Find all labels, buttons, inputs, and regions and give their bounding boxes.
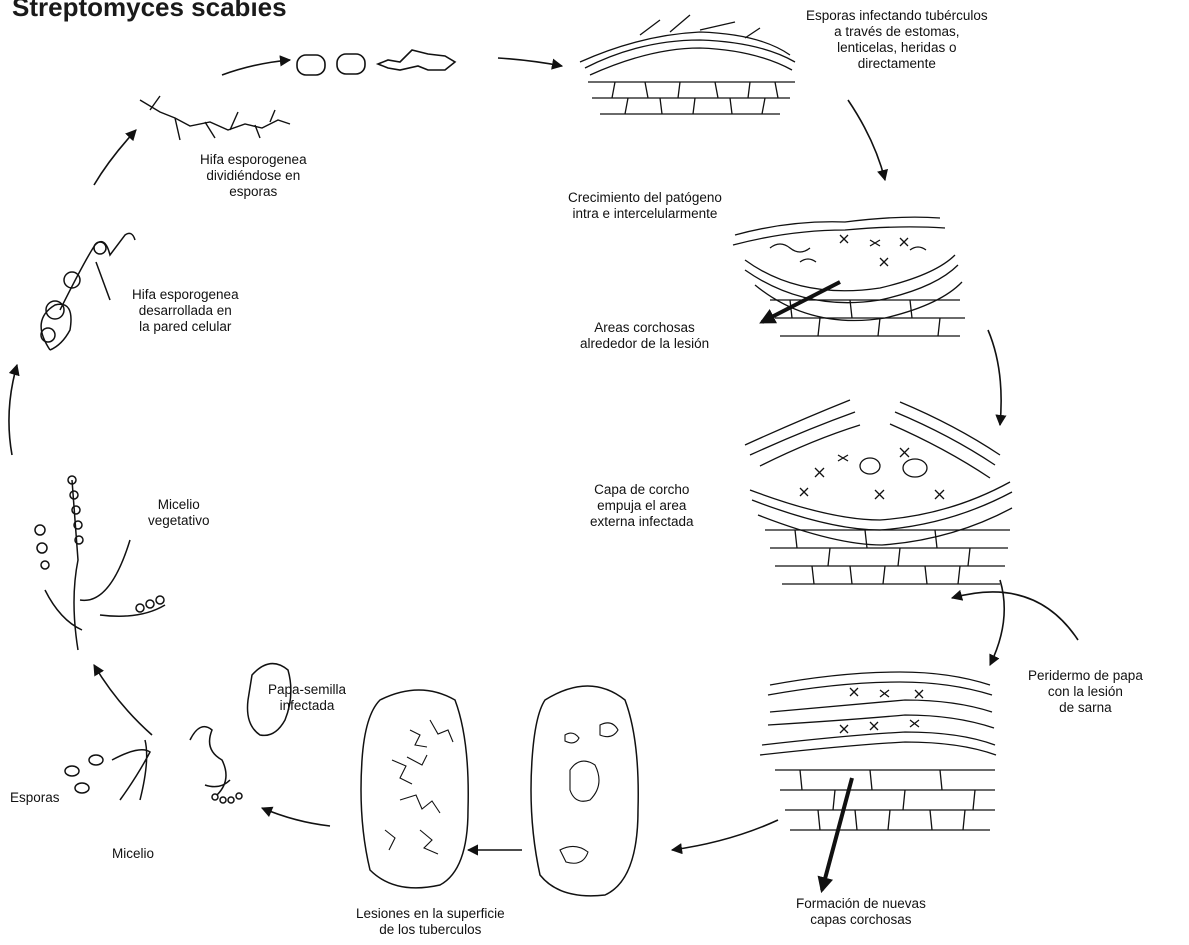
periderm-tissue [760,672,996,830]
lesion-scabs [385,720,618,863]
arrow-growth-to-corklayer [988,330,1001,425]
arrow-lesions-to-seed [262,808,330,826]
arrow-spores-to-tuber [222,60,290,75]
arrow-infection-to-growth [848,100,885,180]
bold-arrows [762,282,852,890]
cycle-arrows [9,58,1078,850]
hypha-wall [41,233,135,350]
free-spores-top [297,50,455,75]
arrow-seed-to-vegetative [94,665,152,735]
arrow-to-tuber [672,820,778,850]
diagram-title: Streptomyces scabies [12,0,287,23]
arrow-periderm-feedback [952,592,1078,640]
arrow-vegetative-to-hypha [9,365,17,455]
infection-tissue [580,15,795,114]
corklayer-tissue [745,400,1012,584]
arrow-new-layers [822,778,852,890]
label-spores: Esporas [10,790,60,806]
tuber-lesions [361,690,468,888]
arrow-hypha-to-dividing [94,130,136,185]
hypha-dividing [140,96,290,140]
arrow-to-infection [498,58,562,66]
vegetative-mycelium [35,476,165,650]
label-mycelium: Micelio [112,846,154,862]
seed-spores-mycelium [65,727,242,803]
tuber-early [531,686,638,896]
